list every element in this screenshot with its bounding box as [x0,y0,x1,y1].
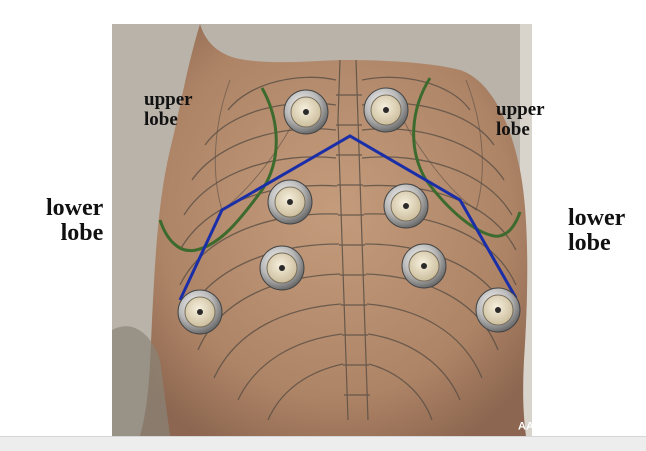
label-line: lobe [144,108,178,130]
lower-lobe-label-right: lower lobe [568,205,626,257]
label-line: lower [568,205,626,231]
stethoscope-chestpiece-icon [363,87,409,133]
lower-lobe-label-left: lower lobe [46,195,104,247]
registered-mark: ® [540,420,546,427]
label-line: upper [144,89,193,110]
label-line: lobe [60,220,104,247]
upper-lobe-label-left: upper lobe [144,90,193,130]
stethoscope-chestpiece-icon [283,89,329,135]
footer-bar [0,436,646,451]
upper-lobe-boundary-right [412,77,522,238]
label-line: lower [46,195,104,221]
aaj-watermark: AAJ® [518,420,545,433]
watermark-text: AAJ [518,420,541,433]
shadow-lower-left [112,326,170,436]
stethoscope-chestpiece-icon [401,243,447,289]
label-line: lobe [496,118,530,140]
upper-lobe-label-right: upper lobe [496,100,545,140]
stethoscope-chestpiece-icon [267,179,313,225]
label-line: lobe [568,230,611,257]
stethoscope-chestpiece-icon [259,245,305,291]
lower-lobe-boundary [178,134,518,301]
stethoscope-chestpiece-icon [177,289,223,335]
stethoscope-chestpiece-icon [383,183,429,229]
back-silhouette [140,24,528,436]
spine [336,59,370,421]
upper-lobe-boundary-left [158,87,278,253]
stethoscope-chestpiece-icon [475,287,521,333]
label-line: upper [496,99,545,120]
ribs-left [179,76,344,421]
